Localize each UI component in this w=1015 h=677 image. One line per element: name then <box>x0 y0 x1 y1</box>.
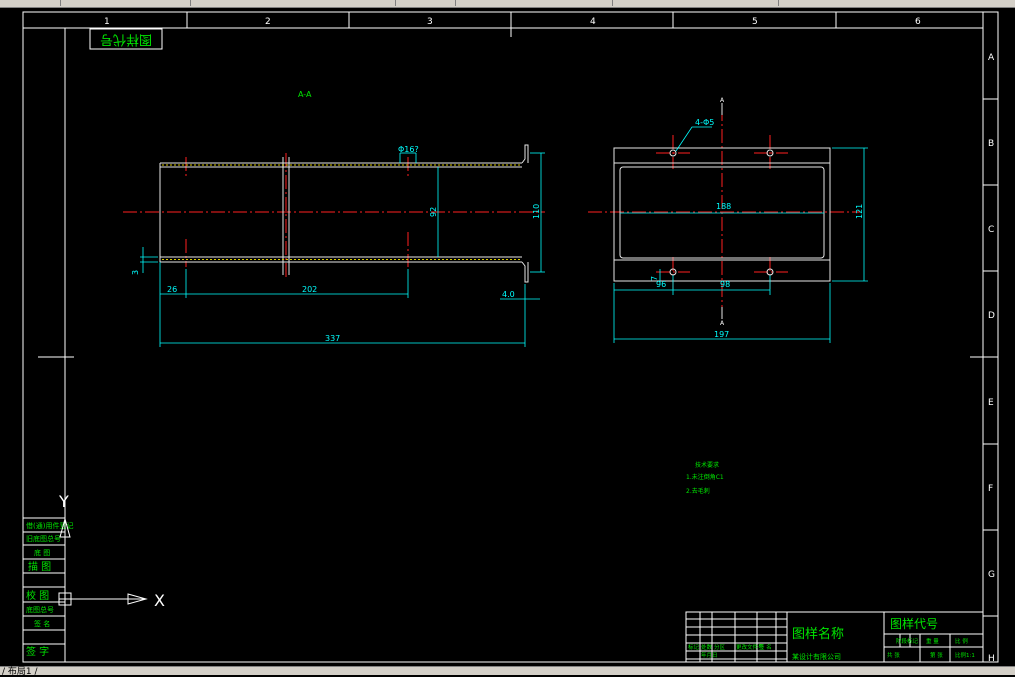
toolbar-separator <box>60 0 61 6</box>
dim-holes: 4-Φ5 <box>695 118 714 127</box>
tech-notes-title: 技术要求 <box>695 461 719 469</box>
register-row-4: 描 图 <box>28 560 51 573</box>
title-drawing-name: 图样名称 <box>792 626 844 642</box>
title-company: 某设计有限公司 <box>792 652 841 661</box>
register-row-2: 旧底图总号 <box>26 534 61 543</box>
toolbar-dropdown[interactable] <box>395 0 396 6</box>
toolbar-strip <box>0 0 1015 8</box>
ucs-x-label: X <box>154 591 165 610</box>
register-row-6: 校 图 <box>26 589 49 602</box>
zone-col-3: 3 <box>427 17 433 27</box>
pipe-dimensions <box>140 152 545 347</box>
dim-inner-width: 188 <box>716 202 731 211</box>
dim-height: 110 <box>532 204 541 219</box>
zone-row-g: G <box>988 570 995 580</box>
plate-dimension-text: 4-Φ5 188 121 7 96 98 197 A A <box>650 97 864 339</box>
section-marker-top: A <box>720 97 725 104</box>
dim-offset: 26 <box>167 285 177 294</box>
section-label: A-A <box>298 90 312 99</box>
tech-note-2: 2.去毛刺 <box>686 487 710 495</box>
layout-tab-bar[interactable]: / 布局1 / <box>0 666 1015 677</box>
toolbar-dropdown[interactable] <box>612 0 613 6</box>
drawing-canvas[interactable]: 1 2 3 4 5 6 A B C D E F G H 图样代号 A-A <box>0 7 1015 667</box>
dim-dia-small: Φ16? <box>398 145 419 154</box>
register-row-3: 底 图 <box>34 548 50 557</box>
title-scale-value: 比例1:1 <box>955 651 975 659</box>
zone-row-a: A <box>988 53 995 63</box>
zone-col-5: 5 <box>752 17 758 27</box>
pipe-section-view <box>123 144 545 283</box>
title-count: 处数 <box>701 643 713 651</box>
register-row-1: 借(通)用件登记 <box>26 521 73 530</box>
dim-inner: 92 <box>429 207 438 217</box>
zone-col-2: 2 <box>265 17 271 27</box>
plate-dimensions <box>613 126 868 343</box>
pipe-dimension-text: Φ16? 92 110 3 26 202 4.0 337 <box>131 145 541 343</box>
ucs-y-label: Y <box>58 492 69 511</box>
toolbar-separator <box>190 0 191 6</box>
tech-note-1: 1.未注倒角C1 <box>686 473 724 481</box>
drawing-code-rotated: 图样代号 <box>100 32 152 47</box>
register-row-8: 签 名 <box>34 619 50 628</box>
title-zone: 分区 <box>714 643 726 651</box>
zone-row-f: F <box>988 484 993 494</box>
title-weight: 重 量 <box>926 637 939 645</box>
dim-plate-height: 121 <box>855 204 864 219</box>
dim-overall-left: 337 <box>325 334 340 343</box>
dim-hole-left: 96 <box>656 280 666 289</box>
title-drawing-code: 图样代号 <box>890 616 938 631</box>
zone-row-e: E <box>988 398 994 408</box>
dim-hole-offset: 7 <box>650 276 659 281</box>
register-row-9: 签 字 <box>26 645 49 658</box>
zone-row-h: H <box>988 654 995 664</box>
title-sheets-total: 共 张 <box>887 651 900 659</box>
title-scale: 比 例 <box>955 637 968 645</box>
dim-span: 202 <box>302 285 317 294</box>
toolbar-dropdown[interactable] <box>778 0 779 6</box>
title-stage-mark: 阶段标记 <box>896 637 919 645</box>
tech-notes: 技术要求 1.未注倒角C1 2.去毛刺 <box>686 461 724 495</box>
title-change-doc: 更改文件号 <box>736 643 764 651</box>
title-sheet-no: 第 张 <box>930 651 943 659</box>
zone-row-b: B <box>988 139 994 149</box>
layout-tab[interactable]: / 布局1 / <box>2 667 38 677</box>
plate-front-view <box>588 103 860 319</box>
ucs-icon <box>58 517 148 606</box>
zone-col-4: 4 <box>590 17 596 27</box>
drawing-code-box: 图样代号 <box>89 28 163 50</box>
drawing-frame <box>22 11 999 663</box>
dim-flange: 4.0 <box>502 290 515 299</box>
toolbar-dropdown[interactable] <box>455 0 456 6</box>
register-row-7: 底图总号 <box>26 605 54 614</box>
dim-overall-right: 197 <box>714 330 729 339</box>
zone-row-d: D <box>988 311 995 321</box>
section-marker-bottom: A <box>720 320 725 327</box>
title-mark: 标记 <box>688 643 700 651</box>
dim-wall: 3 <box>131 270 140 275</box>
zone-row-c: C <box>988 225 994 235</box>
left-register-table: 借(通)用件登记 旧底图总号 底 图 描 图 校 图 底图总号 签 名 签 字 <box>22 517 73 663</box>
title-signature: 签 名 <box>759 643 772 651</box>
dim-hole-span: 98 <box>720 280 730 289</box>
zone-col-6: 6 <box>915 17 921 27</box>
title-date: 年月日 <box>701 651 718 659</box>
title-block: 图样名称 图样代号 阶段标记 重 量 比 例 共 张 第 张 比例1:1 标记 … <box>685 611 984 663</box>
zone-col-1: 1 <box>104 17 110 27</box>
